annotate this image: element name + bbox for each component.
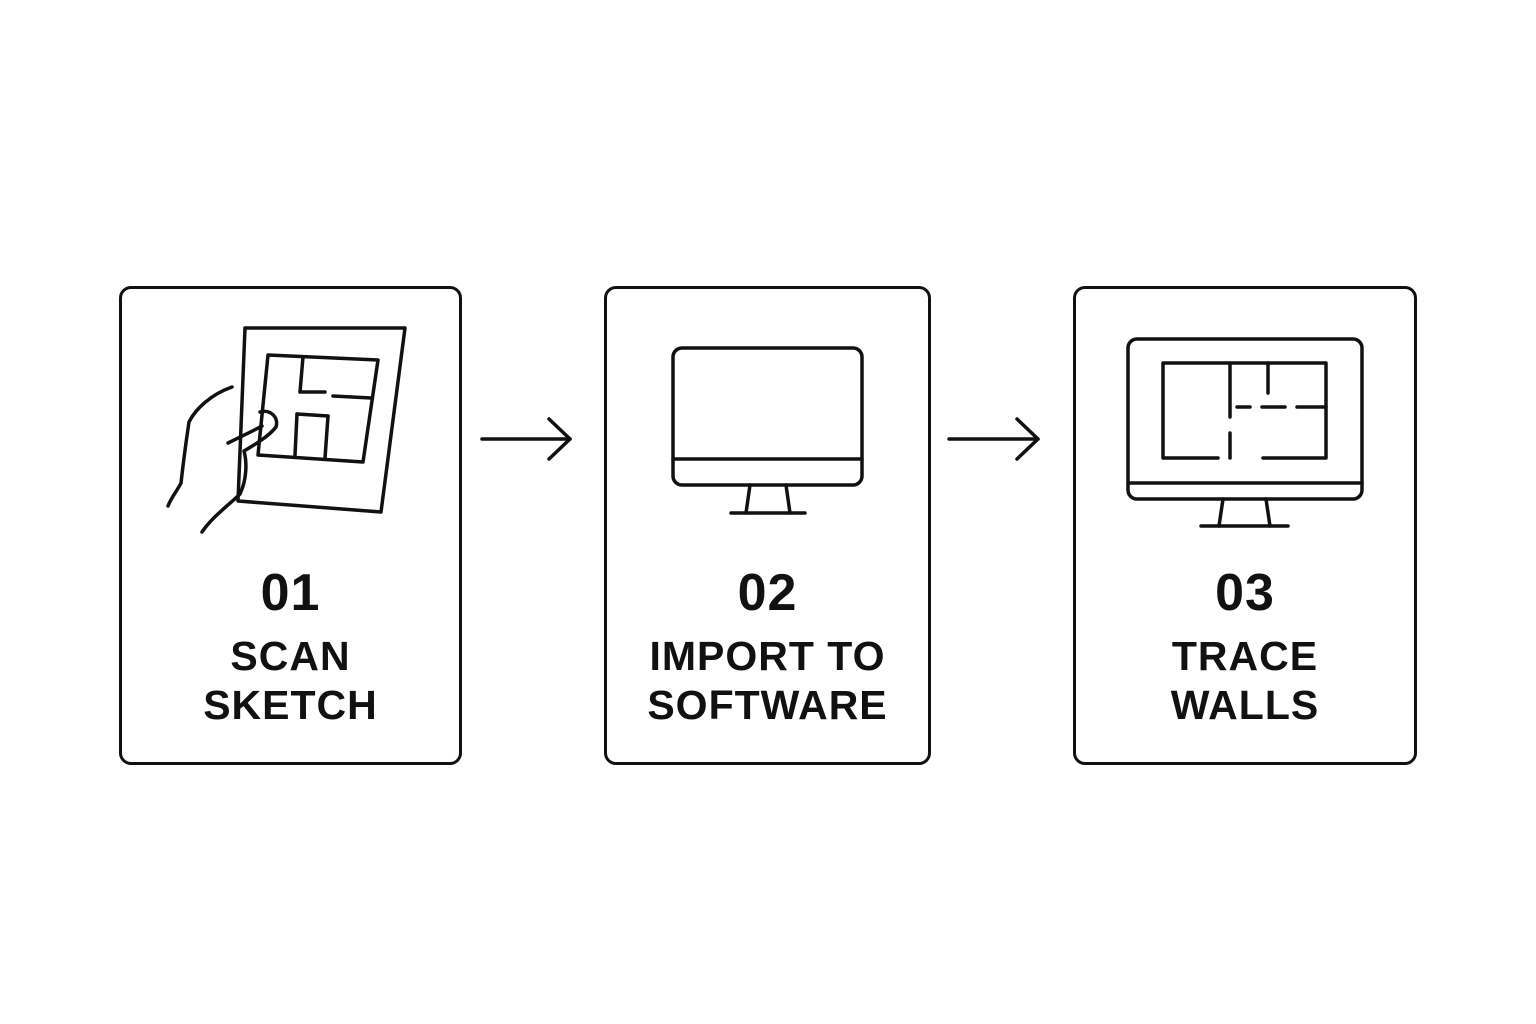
step-label-line: IMPORT TO <box>649 633 886 679</box>
step-label-line: SOFTWARE <box>647 682 888 728</box>
step-label: SCAN SKETCH <box>119 632 462 730</box>
step-label-line: WALLS <box>1170 682 1320 728</box>
step-number: 02 <box>737 564 798 622</box>
step-label: IMPORT TO SOFTWARE <box>604 632 931 730</box>
step-label: TRACE WALLS <box>1073 632 1417 730</box>
step-label-line: TRACE <box>1171 633 1319 679</box>
step-number: 01 <box>260 564 321 622</box>
step-label-line: SKETCH <box>203 682 378 728</box>
step-number: 03 <box>1215 564 1275 622</box>
step-label-line: SCAN <box>230 633 351 679</box>
step-card-import-to-software <box>604 286 931 765</box>
step-card-scan-sketch <box>119 286 462 765</box>
